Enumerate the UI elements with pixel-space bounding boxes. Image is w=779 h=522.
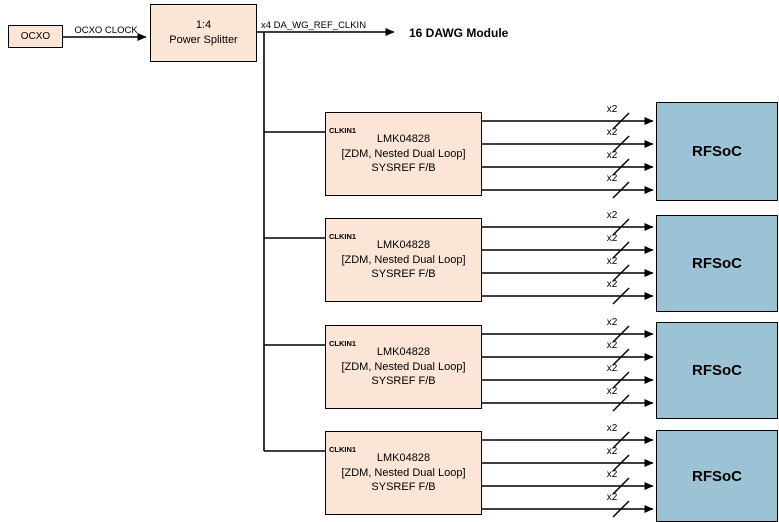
bus-width-label: x2 bbox=[606, 173, 618, 184]
lmk-mode-label: [ZDM, Nested Dual Loop] bbox=[341, 147, 466, 160]
ref-clkin-wire-label: x4 DA_WG_REF_CLKIN bbox=[261, 20, 367, 31]
lmk-mode-label: [ZDM, Nested Dual Loop] bbox=[341, 466, 466, 479]
ocxo-label: OCXO bbox=[20, 31, 51, 42]
lmk-block-4: CLKIN1 LMK04828 [ZDM, Nested Dual Loop] … bbox=[325, 431, 482, 515]
bus-width-label: x2 bbox=[606, 423, 618, 434]
clkin1-pin-label: CLKIN1 bbox=[329, 126, 357, 135]
rfsoc-label: RFSoC bbox=[692, 143, 742, 160]
lmk-part-number: LMK04828 bbox=[376, 345, 431, 358]
rfsoc-block-3: RFSoC bbox=[656, 322, 778, 419]
bus-width-label: x2 bbox=[606, 363, 618, 374]
bus-width-label: x2 bbox=[606, 256, 618, 267]
clkin1-pin-label: CLKIN1 bbox=[329, 339, 357, 348]
lmk-block-1: CLKIN1 LMK04828 [ZDM, Nested Dual Loop] … bbox=[325, 112, 482, 196]
rfsoc-label: RFSoC bbox=[692, 362, 742, 379]
rfsoc-label: RFSoC bbox=[692, 255, 742, 272]
bus-width-label: x2 bbox=[606, 317, 618, 328]
clkin1-pin-label: CLKIN1 bbox=[329, 232, 357, 241]
bus-width-label: x2 bbox=[606, 233, 618, 244]
lmk-sysref-label: SYSREF F/B bbox=[371, 481, 436, 494]
lmk-sysref-label: SYSREF F/B bbox=[371, 268, 436, 281]
lmk-to-rfsoc-buses bbox=[482, 117, 654, 513]
lmk-block-3: CLKIN1 LMK04828 [ZDM, Nested Dual Loop] … bbox=[325, 325, 482, 409]
splitter-name-label: Power Splitter bbox=[169, 34, 238, 46]
lmk-sysref-label: SYSREF F/B bbox=[371, 162, 436, 175]
bus-width-slash-marks bbox=[612, 112, 630, 518]
rfsoc-block-4: RFSoC bbox=[656, 430, 778, 522]
bus-width-label: x2 bbox=[606, 279, 618, 290]
bus-width-label: x2 bbox=[606, 386, 618, 397]
lmk-sysref-label: SYSREF F/B bbox=[371, 375, 436, 388]
bus-width-label: x2 bbox=[606, 492, 618, 503]
bus-width-label: x2 bbox=[606, 446, 618, 457]
clock-source-lines bbox=[63, 28, 395, 41]
lmk-part-number: LMK04828 bbox=[376, 132, 431, 145]
lmk-mode-label: [ZDM, Nested Dual Loop] bbox=[341, 253, 466, 266]
lmk-block-2: CLKIN1 LMK04828 [ZDM, Nested Dual Loop] … bbox=[325, 218, 482, 302]
bus-width-label: x2 bbox=[606, 104, 618, 115]
rfsoc-block-2: RFSoC bbox=[656, 215, 778, 312]
clock-distribution-trunk bbox=[263, 32, 325, 452]
bus-width-label: x2 bbox=[606, 210, 618, 221]
clkin1-pin-label: CLKIN1 bbox=[329, 445, 357, 454]
rfsoc-label: RFSoC bbox=[692, 467, 742, 485]
rfsoc-block-1: RFSoC bbox=[656, 102, 778, 201]
power-splitter-box: 1:4 Power Splitter bbox=[150, 4, 257, 62]
ocxo-clock-wire-label: OCXO CLOCK bbox=[74, 25, 138, 36]
bus-width-label: x2 bbox=[606, 340, 618, 351]
lmk-part-number: LMK04828 bbox=[376, 238, 431, 251]
lmk-part-number: LMK04828 bbox=[376, 451, 431, 464]
dawg-module-label: 16 DAWG Module bbox=[409, 26, 509, 40]
lmk-mode-label: [ZDM, Nested Dual Loop] bbox=[341, 360, 466, 373]
splitter-ratio-label: 1:4 bbox=[195, 19, 212, 32]
bus-width-label: x2 bbox=[606, 150, 618, 161]
bus-width-label: x2 bbox=[606, 127, 618, 138]
ocxo-box: OCXO bbox=[8, 25, 63, 48]
bus-width-label: x2 bbox=[606, 469, 618, 480]
